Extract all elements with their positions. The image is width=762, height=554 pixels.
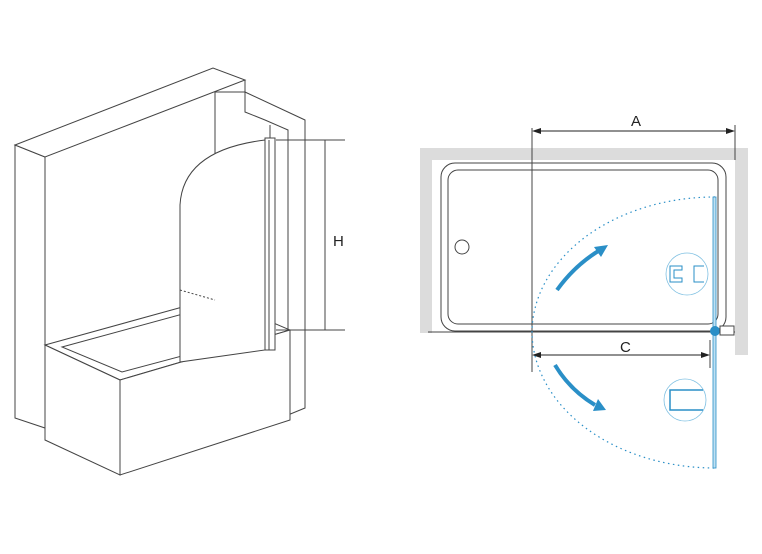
drain-icon <box>454 239 470 255</box>
plan-view <box>420 125 748 469</box>
left-wall <box>14 144 46 429</box>
seal-profile-icon <box>669 389 703 411</box>
pivot-icon <box>710 326 720 336</box>
swing-out-arrowhead <box>593 399 606 411</box>
wall-bracket <box>719 325 735 336</box>
right-wall-plan <box>735 148 748 355</box>
wall-profile <box>264 137 276 351</box>
hinge-profile-icon <box>669 265 704 283</box>
height-label: H <box>333 233 344 250</box>
tub-inner-plan <box>447 169 719 325</box>
tub-outer <box>440 162 727 332</box>
tub-side <box>44 344 121 476</box>
width-label: A <box>631 113 641 130</box>
right-wall <box>244 91 306 416</box>
wall-top <box>13 67 247 158</box>
open-arrow-icon <box>555 248 602 292</box>
profile-detail-circle <box>665 252 709 296</box>
left-wall-plan <box>420 148 432 333</box>
opening-label: C <box>620 339 631 356</box>
swing-out-arrow-icon <box>553 363 597 407</box>
open-arrowhead <box>594 245 608 257</box>
back-wall <box>420 148 748 160</box>
isometric-view <box>13 67 345 476</box>
glass-panel <box>179 139 266 363</box>
